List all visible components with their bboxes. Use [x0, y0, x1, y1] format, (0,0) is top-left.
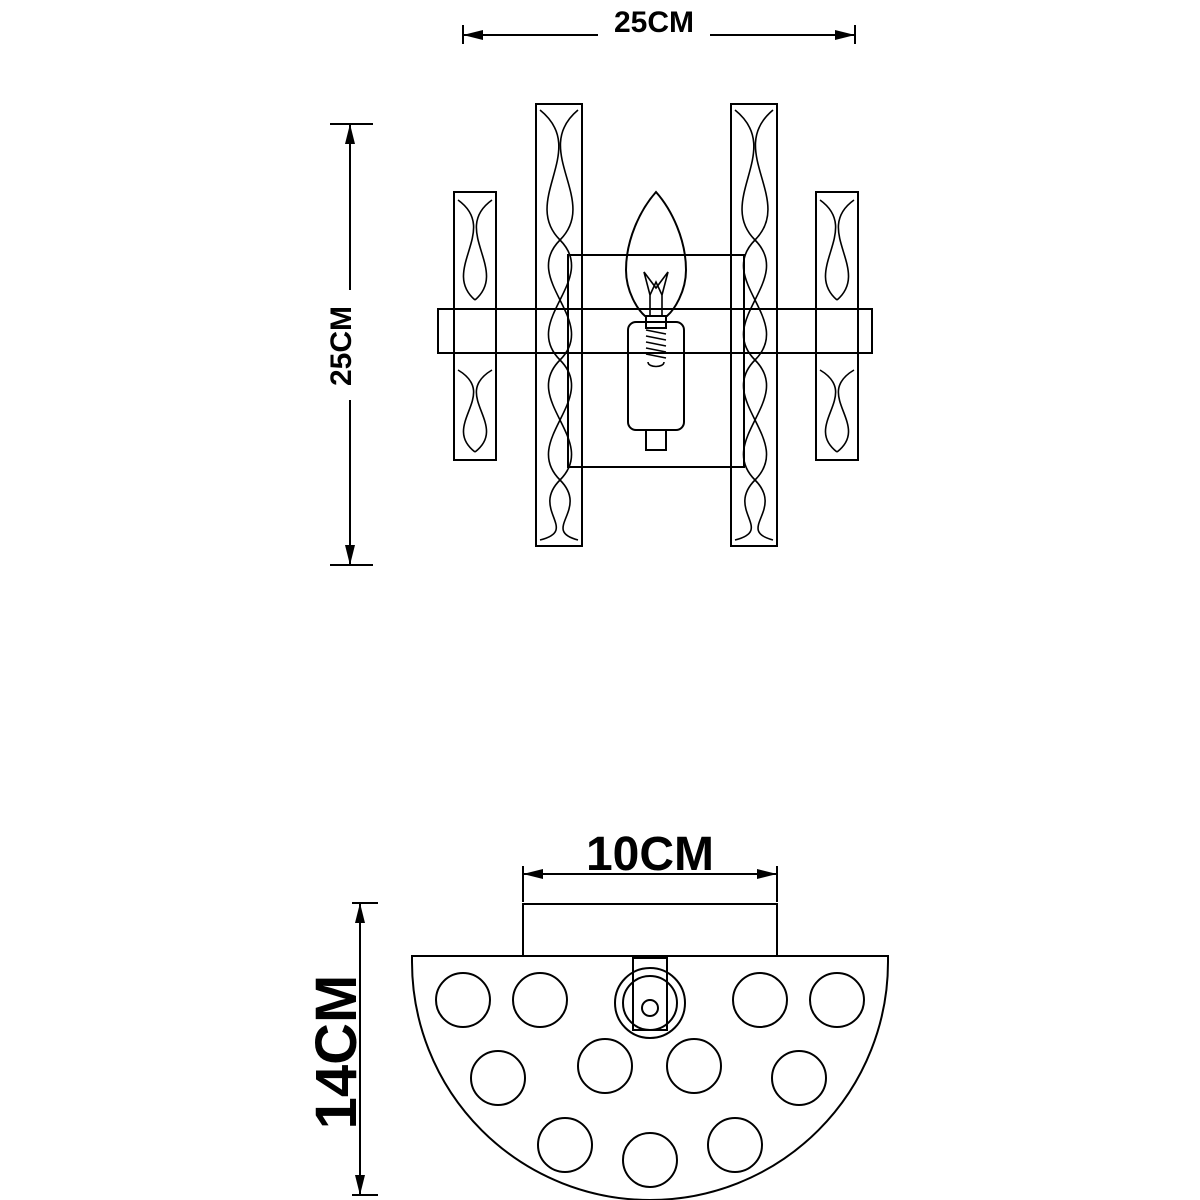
candle-bulb [624, 190, 688, 368]
long-crystal-rod-right [730, 103, 778, 547]
center-socket [614, 957, 686, 1039]
front-height-dimension: 25CM [316, 123, 373, 566]
short-crystal-rod-left [453, 191, 497, 461]
half-round-shade [411, 955, 889, 1200]
top-width-dimension: 10CM [522, 828, 778, 902]
horizontal-bar [437, 308, 873, 354]
top-depth-label: 14CM [304, 975, 369, 1130]
candle-holder [627, 321, 685, 451]
front-width-label: 25CM [614, 6, 694, 39]
top-depth-dimension: 14CM [300, 902, 378, 1196]
long-crystal-rod-left [535, 103, 583, 547]
top-width-label: 10CM [586, 828, 714, 881]
front-view: 25CM 25CM [316, 6, 873, 566]
top-view: 10CM 14CM [300, 828, 889, 1200]
mount-block [522, 903, 778, 957]
back-plate [567, 254, 745, 468]
short-crystal-rod-right [815, 191, 859, 461]
front-width-dimension: 25CM [462, 6, 856, 44]
front-height-label: 25CM [325, 306, 358, 386]
crystal-dots [435, 972, 865, 1188]
